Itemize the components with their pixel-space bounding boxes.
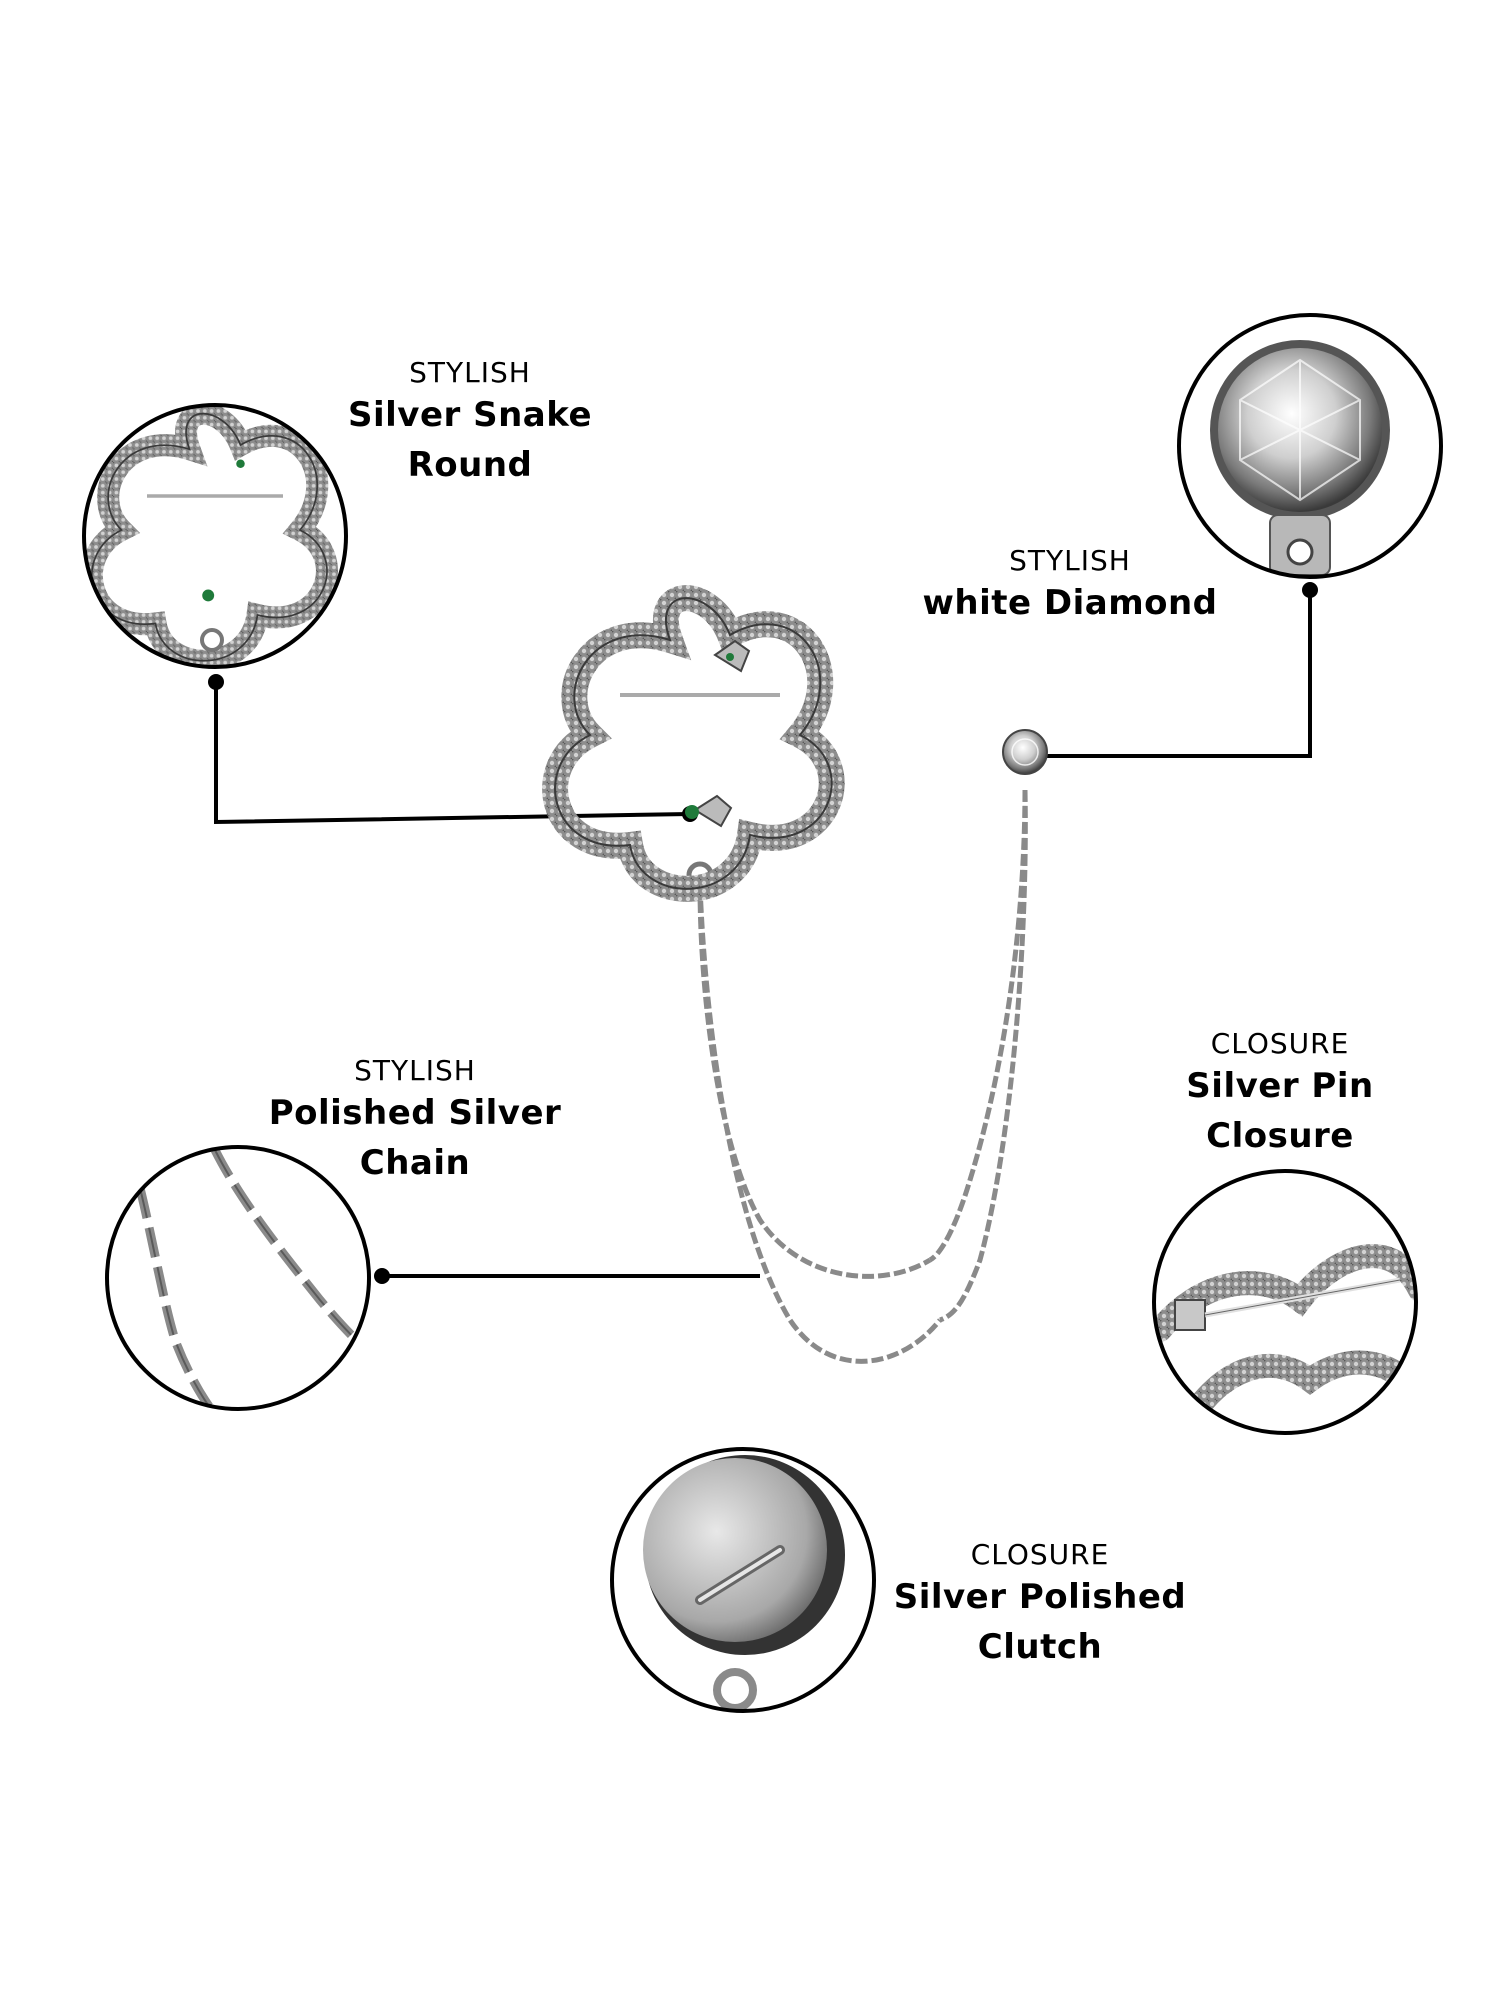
main-brooch — [542, 585, 1048, 1364]
feature-title: Silver Snake — [347, 395, 593, 435]
feature-title: Silver Polished — [893, 1577, 1187, 1617]
feature-diamond-label: STYLISH white Diamond — [890, 544, 1250, 628]
feature-title: white Diamond — [922, 583, 1218, 623]
clutch-zoom — [610, 1447, 876, 1713]
connector-diamond — [1030, 590, 1312, 758]
feature-snake-label: STYLISH Silver Snake Round — [300, 356, 640, 490]
feature-kicker: STYLISH — [1009, 544, 1131, 577]
feature-title: Closure — [1206, 1116, 1354, 1156]
feature-kicker: STYLISH — [354, 1054, 476, 1087]
feature-pin-label: CLOSURE Silver Pin Closure — [1120, 1027, 1440, 1161]
feature-kicker: CLOSURE — [1210, 1027, 1350, 1060]
feature-title: Clutch — [977, 1627, 1103, 1667]
connector-snake — [214, 685, 691, 825]
diamond-stud-zoom — [1177, 313, 1443, 579]
pin-closure-zoom — [1152, 1169, 1418, 1435]
feature-kicker: STYLISH — [409, 356, 531, 389]
feature-title: Round — [407, 445, 533, 485]
feature-title: Silver Pin — [1186, 1066, 1374, 1106]
feature-chain-label: STYLISH Polished Silver Chain — [235, 1054, 595, 1188]
connector-lines — [214, 590, 1312, 1278]
chain-left-strand — [697, 884, 942, 1364]
chain-zoom — [105, 1145, 371, 1411]
feature-kicker: CLOSURE — [970, 1538, 1110, 1571]
feature-title: Chain — [359, 1143, 471, 1183]
chain-right-strand — [928, 789, 1028, 1323]
feature-clutch-label: CLOSURE Silver Polished Clutch — [870, 1538, 1210, 1672]
feature-title: Polished Silver — [268, 1093, 562, 1133]
snake-brooch-zoom — [82, 403, 348, 669]
